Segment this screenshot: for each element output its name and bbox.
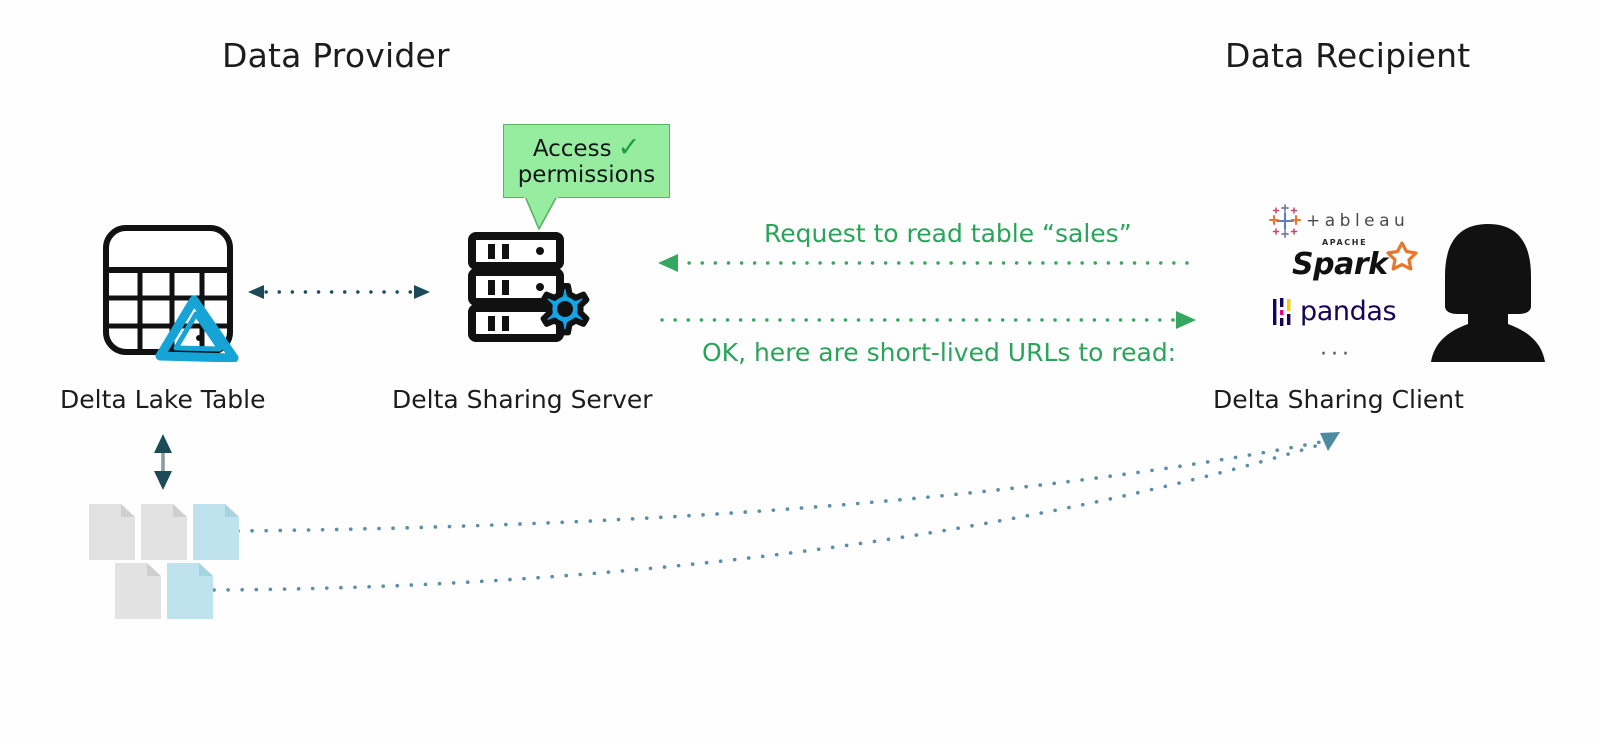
access-permissions-bubble: Access ✓ permissions xyxy=(503,124,670,198)
file-icon-blue-1 xyxy=(193,504,239,560)
server-rack-icon xyxy=(468,232,564,342)
file-icon-gray-3 xyxy=(115,563,161,619)
spark-logo: APACHE Spark xyxy=(1292,238,1419,288)
tableau-starburst-icon xyxy=(1268,204,1302,238)
column-heading-data-recipient: Data Recipient xyxy=(1225,36,1471,75)
bubble-permissions-text: permissions xyxy=(517,162,656,189)
connector-files-to-client xyxy=(212,432,1340,592)
file-icon-blue-2 xyxy=(167,563,213,619)
connector-request-arrow xyxy=(658,254,1192,272)
delta-sharing-server-icon xyxy=(466,232,596,344)
pandas-bars-icon xyxy=(1273,297,1291,326)
column-heading-data-provider: Data Provider xyxy=(222,36,450,75)
person-silhouette-icon xyxy=(1428,222,1548,362)
file-icon-gray-1 xyxy=(89,504,135,560)
pandas-logo: pandas xyxy=(1272,296,1397,327)
client-logo-stack: +ableau APACHE Spark pandas ··· xyxy=(1258,200,1419,367)
connector-table-files xyxy=(154,434,172,490)
bubble-access-text: Access xyxy=(532,136,612,162)
flow-label-request: Request to read table “sales” xyxy=(764,219,1132,248)
caption-delta-sharing-client: Delta Sharing Client xyxy=(1213,385,1464,414)
delta-lake-table-icon xyxy=(100,222,240,363)
spark-wordmark: Spark xyxy=(1292,246,1388,282)
pandas-wordmark: pandas xyxy=(1300,296,1397,327)
connector-response-arrow xyxy=(660,311,1196,329)
bubble-line-2: permissions xyxy=(517,162,656,189)
tableau-logo: +ableau xyxy=(1268,204,1409,238)
check-icon: ✓ xyxy=(617,132,641,163)
spark-star-icon xyxy=(1385,241,1418,271)
file-icon-gray-2 xyxy=(141,504,187,560)
connector-table-server xyxy=(248,285,430,299)
more-clients-ellipsis: ··· xyxy=(1320,342,1353,367)
spark-apache-text: APACHE xyxy=(1322,238,1368,247)
delta-lake-triangle-icon xyxy=(155,295,239,363)
bubble-tail-icon xyxy=(524,196,558,230)
tableau-wordmark: +ableau xyxy=(1306,211,1410,231)
bubble-line-1: Access ✓ xyxy=(532,132,641,163)
caption-delta-sharing-server: Delta Sharing Server xyxy=(392,385,653,414)
caption-delta-lake-table: Delta Lake Table xyxy=(60,385,266,414)
gear-icon xyxy=(540,283,590,336)
flow-label-response: OK, here are short-lived URLs to read: xyxy=(702,338,1177,367)
